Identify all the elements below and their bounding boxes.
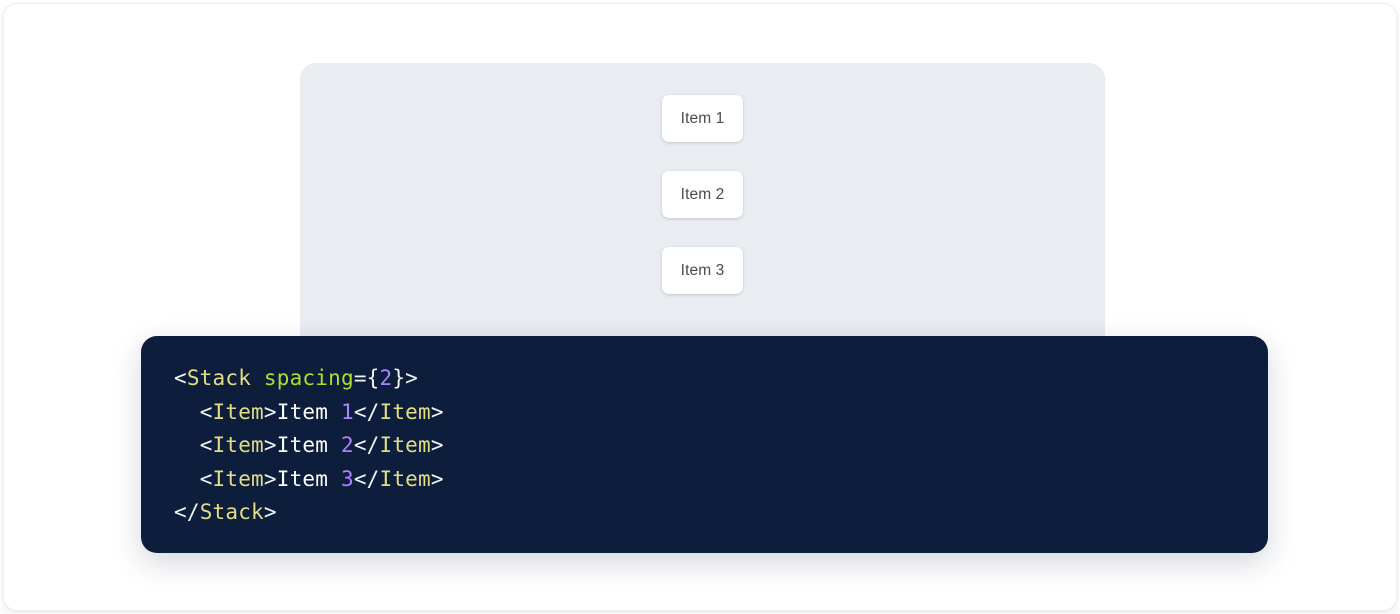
code-token-tag: Item — [212, 466, 264, 491]
code-token-punct — [251, 366, 264, 390]
stack-item[interactable]: Item 1 — [662, 95, 743, 142]
code-token-num: 3 — [340, 466, 354, 491]
code-token-punct: < — [199, 466, 213, 491]
code-token-punct: > — [263, 433, 277, 458]
code-token-tag: Item — [379, 466, 431, 491]
code-token-tag: Item — [212, 399, 264, 424]
code-token-punct: < — [174, 366, 187, 390]
code-token-punct: </ — [353, 399, 380, 424]
code-token-tag: Item — [212, 433, 264, 458]
code-token-punct: ={ — [353, 366, 380, 390]
code-snippet-text: <Stack spacing={2}> <Item>Item 1</Item> … — [174, 362, 1268, 530]
stack-item[interactable]: Item 2 — [662, 171, 743, 218]
stack-container: Item 1 Item 2 Item 3 — [300, 95, 1105, 294]
stack-item-label: Item 2 — [680, 185, 725, 203]
code-token-text: Item — [276, 433, 341, 458]
code-token-punct: > — [263, 466, 277, 491]
code-token-num: 2 — [379, 366, 393, 390]
code-token-tag: Item — [379, 399, 431, 424]
code-token-punct: < — [199, 433, 213, 458]
code-token-punct: </ — [174, 500, 200, 525]
code-token-tag: Item — [379, 433, 431, 458]
code-token-text: Item — [276, 466, 341, 491]
code-token-punct: > — [430, 466, 444, 491]
code-token-punct: </ — [353, 433, 380, 458]
stack-item[interactable]: Item 3 — [662, 247, 743, 294]
code-snippet-block: <Stack spacing={2}> <Item>Item 1</Item> … — [141, 336, 1268, 553]
code-token-num: 2 — [340, 433, 354, 458]
code-token-tag: Stack — [186, 366, 252, 390]
code-token-punct: < — [199, 399, 213, 424]
code-token-punct: > — [430, 399, 444, 424]
code-token-punct: </ — [353, 466, 380, 491]
code-token-punct: }> — [392, 366, 419, 390]
component-preview-panel: Item 1 Item 2 Item 3 — [300, 63, 1105, 363]
code-token-punct: > — [263, 500, 277, 525]
code-token-text: Item — [276, 399, 341, 424]
stack-item-label: Item 1 — [680, 109, 725, 127]
code-token-tag: Stack — [199, 500, 264, 525]
stack-item-label: Item 3 — [680, 261, 725, 279]
code-token-attr: spacing — [263, 366, 354, 390]
code-token-punct: > — [263, 399, 277, 424]
code-token-num: 1 — [340, 399, 354, 424]
code-token-punct: > — [430, 433, 444, 458]
